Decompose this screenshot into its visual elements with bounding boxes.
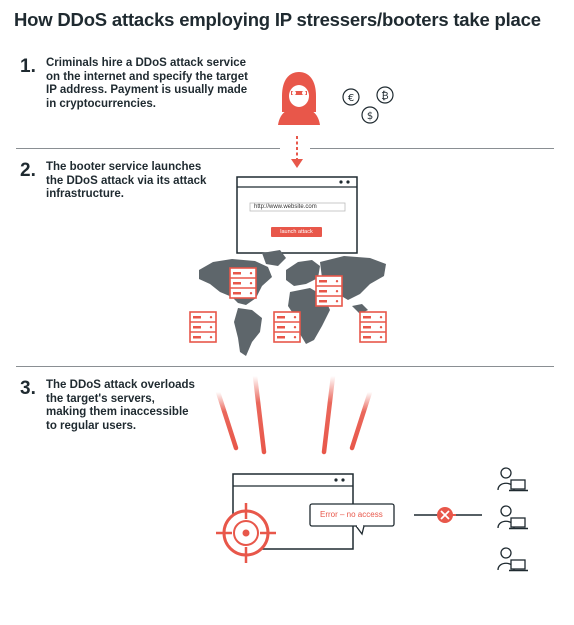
user-laptop-icon-3 — [497, 547, 529, 572]
separator-2 — [16, 366, 554, 367]
user-laptop-icon-1 — [497, 467, 529, 492]
user-laptop-icon-2 — [497, 505, 529, 530]
step-1-text: Criminals hire a DDoS attack service on … — [46, 57, 248, 110]
browser-window — [236, 176, 358, 254]
attack-server-1 — [229, 267, 257, 299]
attack-server-2 — [189, 311, 217, 343]
step-1-number: 1. — [20, 56, 36, 77]
launch-attack-button[interactable]: launch attack — [271, 227, 322, 237]
blocked-x-icon — [437, 507, 453, 523]
down-arrow-icon — [291, 136, 303, 168]
error-bubble — [309, 503, 395, 536]
euro-symbol: € — [348, 93, 354, 104]
step-3-text: The DDoS attack overloads the target's s… — [46, 379, 195, 432]
separator-1-left — [16, 148, 280, 149]
bitcoin-coin-icon — [376, 86, 394, 104]
dollar-symbol: $ — [367, 111, 373, 122]
dollar-coin-icon — [361, 106, 379, 124]
attack-server-5 — [359, 311, 387, 343]
attack-rays — [215, 373, 373, 455]
browser-url: http://www.website.com — [254, 204, 317, 210]
step-2-number: 2. — [20, 160, 36, 181]
diagram-title: How DDoS attacks employing IP stressers/… — [14, 9, 541, 30]
hacker-icon — [278, 72, 320, 125]
separator-1-right — [310, 148, 554, 149]
euro-coin-icon — [342, 88, 360, 106]
bitcoin-symbol: ₿ — [381, 90, 388, 102]
crosshair-target-icon — [216, 503, 276, 563]
error-message: Error – no access — [320, 510, 383, 519]
attack-server-4 — [315, 275, 343, 307]
step-3-number: 3. — [20, 378, 36, 399]
step-2-text: The booter service launches the DDoS att… — [46, 161, 207, 200]
attack-server-3 — [273, 311, 301, 343]
